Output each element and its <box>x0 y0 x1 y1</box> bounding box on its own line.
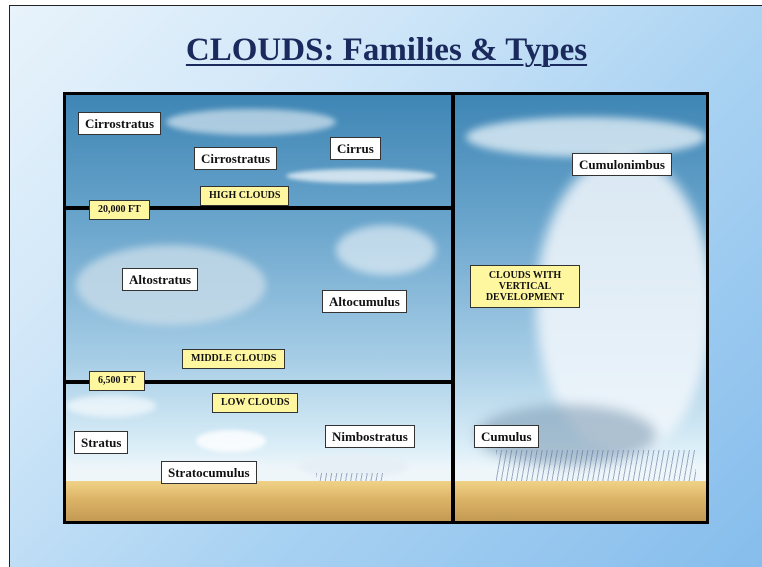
cirrus-cloud-shape <box>286 169 436 183</box>
ground <box>66 481 706 521</box>
label-cumulonimbus: Cumulonimbus <box>572 153 672 176</box>
label-cirrus: Cirrus <box>330 137 381 160</box>
stratus-cloud-shape <box>66 395 156 417</box>
label-altostratus: Altostratus <box>122 268 199 291</box>
cirrostratus-cloud-shape <box>166 109 336 135</box>
page-title: CLOUDS: Families & Types <box>185 32 588 68</box>
tag-altitude-6500ft: 6,500 FT <box>89 371 145 391</box>
tag-low-clouds: LOW CLOUDS <box>212 393 299 413</box>
vertical-divider <box>451 95 455 521</box>
label-stratocumulus: Stratocumulus <box>161 461 257 484</box>
label-stratus: Stratus <box>74 431 129 454</box>
altocumulus-cloud-shape <box>336 225 436 275</box>
divider-6500ft <box>66 380 451 384</box>
cumulonimbus-anvil-shape <box>466 117 706 157</box>
divider-20000ft <box>66 206 451 210</box>
tag-middle-clouds: MIDDLE CLOUDS <box>182 349 286 369</box>
label-cumulus: Cumulus <box>474 425 539 448</box>
tag-vertical-development: CLOUDS WITH VERTICAL DEVELOPMENT <box>470 265 580 308</box>
label-nimbostratus: Nimbostratus <box>325 425 415 448</box>
stratocumulus-cloud-shape <box>196 430 266 452</box>
tag-altitude-20000ft: 20,000 FT <box>89 200 150 220</box>
tag-high-clouds: HIGH CLOUDS <box>200 186 290 206</box>
label-altocumulus: Altocumulus <box>322 290 407 313</box>
label-cirrostratus-upper: Cirrostratus <box>78 112 162 135</box>
cloud-diagram-panel: Cirrostratus Cirrostratus Cirrus Altostr… <box>63 92 709 524</box>
label-cirrostratus-lower: Cirrostratus <box>194 147 278 170</box>
nimbostratus-cloud-shape <box>298 455 408 477</box>
